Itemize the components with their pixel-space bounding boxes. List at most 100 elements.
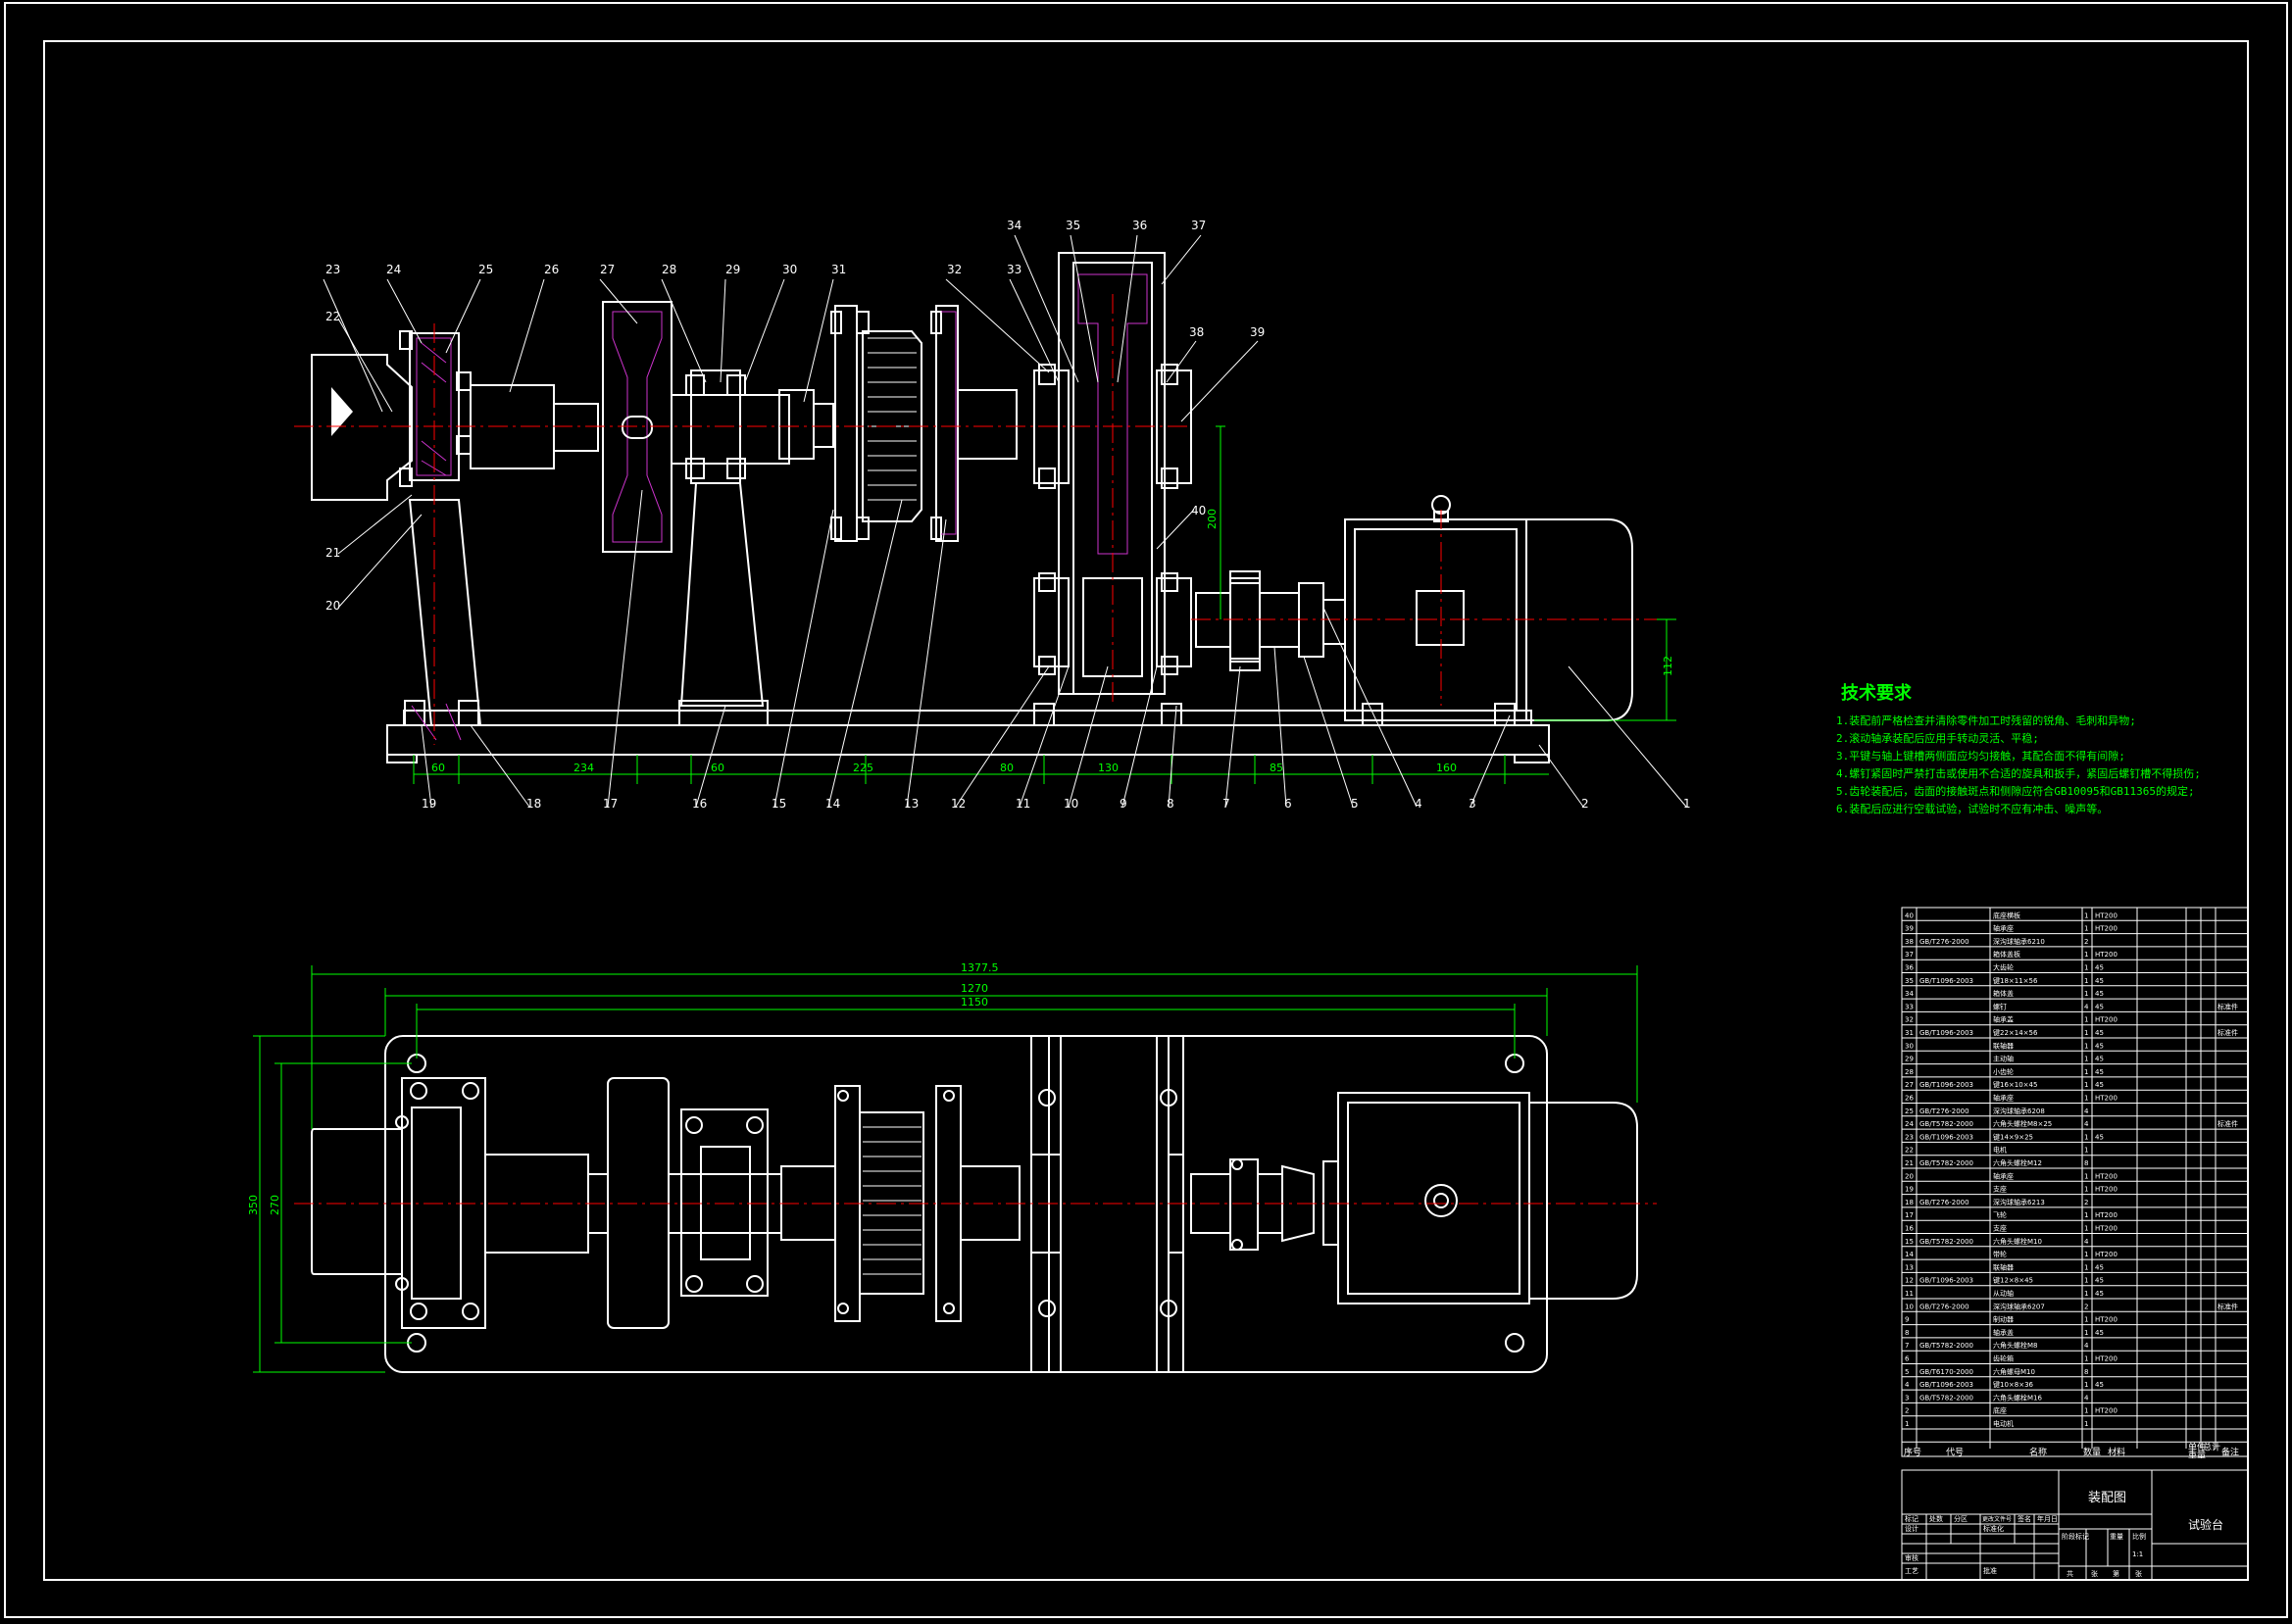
- bom-cell: 深沟球轴承6213: [1993, 1198, 2045, 1206]
- bom-cell: GB/T1096-2003: [1919, 977, 1973, 985]
- bom-cell: 45: [2095, 964, 2104, 972]
- bom-cell: 4: [2084, 1342, 2089, 1350]
- bom-cell: HT200: [2095, 1186, 2118, 1194]
- bom-cell: 21: [1905, 1159, 1914, 1167]
- tech-requirement-line: 4.螺钉紧固时严禁打击或使用不合适的旋具和扳手，紧固后螺钉槽不得损伤;: [1836, 767, 2201, 780]
- bom-cell: 35: [1905, 977, 1914, 985]
- bom-cell: 6: [1905, 1355, 1910, 1363]
- tb-label: 审核: [1905, 1553, 1918, 1562]
- balloon: 17: [603, 797, 618, 811]
- bom-header-cell: 单件: [2188, 1441, 2206, 1452]
- bom-cell: 5: [1905, 1368, 1909, 1376]
- balloon: 12: [951, 797, 966, 811]
- balloon: 1: [1683, 797, 1691, 811]
- drawing-name: 装配图: [2088, 1491, 2126, 1505]
- bom-cell: 1: [2084, 1029, 2088, 1037]
- balloon: 24: [386, 263, 401, 276]
- bom-cell: 45: [2095, 1290, 2104, 1298]
- tb-label: 张: [2091, 1569, 2098, 1578]
- bom-cell: 1: [2084, 1251, 2088, 1258]
- bom-cell: 29: [1905, 1056, 1914, 1063]
- bom-header-cell: 数量: [2083, 1446, 2101, 1457]
- bom-cell: 45: [2095, 1329, 2104, 1337]
- balloon: 6: [1284, 797, 1292, 811]
- dimensions-top: [253, 965, 1638, 1373]
- bom-cell: 六角头螺栓M8: [1993, 1341, 2038, 1350]
- balloon: 30: [782, 263, 797, 276]
- bom-cell: HT200: [2095, 1172, 2118, 1180]
- bom-cell: 45: [2095, 1133, 2104, 1141]
- bom-cell: 45: [2095, 1277, 2104, 1285]
- dim-text: 130: [1098, 762, 1119, 774]
- balloon: 3: [1469, 797, 1476, 811]
- title-block-text: 装配图 试验台 标记 处数 分区 更改文件号 签名 年月日 设计 审核 工艺 标…: [1905, 1491, 2223, 1578]
- bom-cell: 45: [2095, 1381, 2104, 1389]
- dim-text: 80: [1000, 762, 1014, 774]
- bom-cell: 飞轮: [1993, 1210, 2007, 1219]
- bom-cell: 1: [2084, 1225, 2088, 1233]
- bom-cell: 键10×8×36: [1993, 1380, 2034, 1389]
- dim-text: 60: [431, 762, 445, 774]
- balloon: 4: [1415, 797, 1422, 811]
- bom-cell: GB/T5782-2000: [1919, 1394, 1973, 1402]
- bom-cell: 从动轴: [1993, 1289, 2014, 1298]
- bom-cell: 支座: [1993, 1185, 2007, 1194]
- bom-cell: 34: [1905, 990, 1914, 998]
- bom-cell: 9: [1905, 1316, 1909, 1324]
- bom-cell: 1: [2084, 1068, 2088, 1076]
- title-block: [1901, 1469, 2249, 1581]
- bom-cell: 轴承座: [1993, 924, 2014, 933]
- bom-cell: 33: [1905, 1003, 1914, 1010]
- bom-cell: 45: [2095, 1029, 2104, 1037]
- bom-cell: 45: [2095, 1263, 2104, 1271]
- bom-cell: 1: [2084, 977, 2088, 985]
- bom-header-cell: 序号: [1904, 1446, 1921, 1457]
- bom-cell: 1: [2084, 1172, 2088, 1180]
- bom-cell: 4: [1905, 1381, 1910, 1389]
- bom-cell: 1: [2084, 1263, 2088, 1271]
- balloon: 7: [1222, 797, 1230, 811]
- bom-cell: HT200: [2095, 1225, 2118, 1233]
- bom-header-cell: 材料: [2108, 1446, 2125, 1457]
- bom-cell: 1: [2084, 1186, 2088, 1194]
- bom-cell: GB/T5782-2000: [1919, 1238, 1973, 1246]
- bom-cell: 1: [2084, 1042, 2088, 1050]
- bom-cell: GB/T276-2000: [1919, 1199, 1969, 1206]
- dim-text: 1377.5: [961, 961, 999, 974]
- bom-cell: GB/T5782-2000: [1919, 1342, 1973, 1350]
- bom-header-cell: 重量: [2188, 1449, 2206, 1460]
- dim-text: 234: [573, 762, 594, 774]
- brake-pulley: [862, 330, 922, 522]
- tech-requirements-title: 技术要求: [1841, 683, 1912, 704]
- bom-cell: 2: [2084, 1303, 2088, 1310]
- bom-cell: 深沟球轴承6210: [1993, 937, 2045, 946]
- tb-label: 阶段标记: [2062, 1532, 2089, 1541]
- bom-cell: 40: [1905, 911, 1914, 919]
- bom-cell: 17: [1905, 1211, 1914, 1219]
- bom-cell: 深沟球轴承6208: [1993, 1107, 2045, 1115]
- bom-header-cell: 代号: [1946, 1447, 1964, 1457]
- dim-text: 112: [1662, 656, 1674, 676]
- dim-text: 200: [1206, 509, 1219, 529]
- tech-requirement-line: 6.装配后应进行空载试验，试验时不应有冲击、噪声等。: [1836, 803, 2109, 815]
- tb-label: 标准化: [1983, 1524, 2004, 1533]
- bom-cell: HT200: [2095, 925, 2118, 933]
- bom-cell: 标准件: [2217, 1028, 2238, 1037]
- bom-cell: 联轴器: [1993, 1262, 2014, 1271]
- balloon: 8: [1167, 797, 1174, 811]
- bom-cell: 底座横板: [1993, 910, 2020, 919]
- bom-cell: 15: [1905, 1238, 1914, 1246]
- bom-cell: 16: [1905, 1225, 1914, 1233]
- tb-label: 批准: [1983, 1566, 1997, 1575]
- bom-cell: HT200: [2095, 1316, 2118, 1324]
- dim-text: 160: [1436, 762, 1457, 774]
- bom-cell: 2: [2084, 1199, 2088, 1206]
- bom-cell: 20: [1905, 1172, 1914, 1180]
- balloon: 26: [544, 263, 559, 276]
- bom-cell: 39: [1905, 925, 1914, 933]
- tech-requirement-line: 2.滚动轴承装配后应用手转动灵活、平稳;: [1836, 732, 2039, 745]
- bom-cell: 1: [2084, 1316, 2088, 1324]
- bom-cell: 键16×10×45: [1993, 1080, 2037, 1089]
